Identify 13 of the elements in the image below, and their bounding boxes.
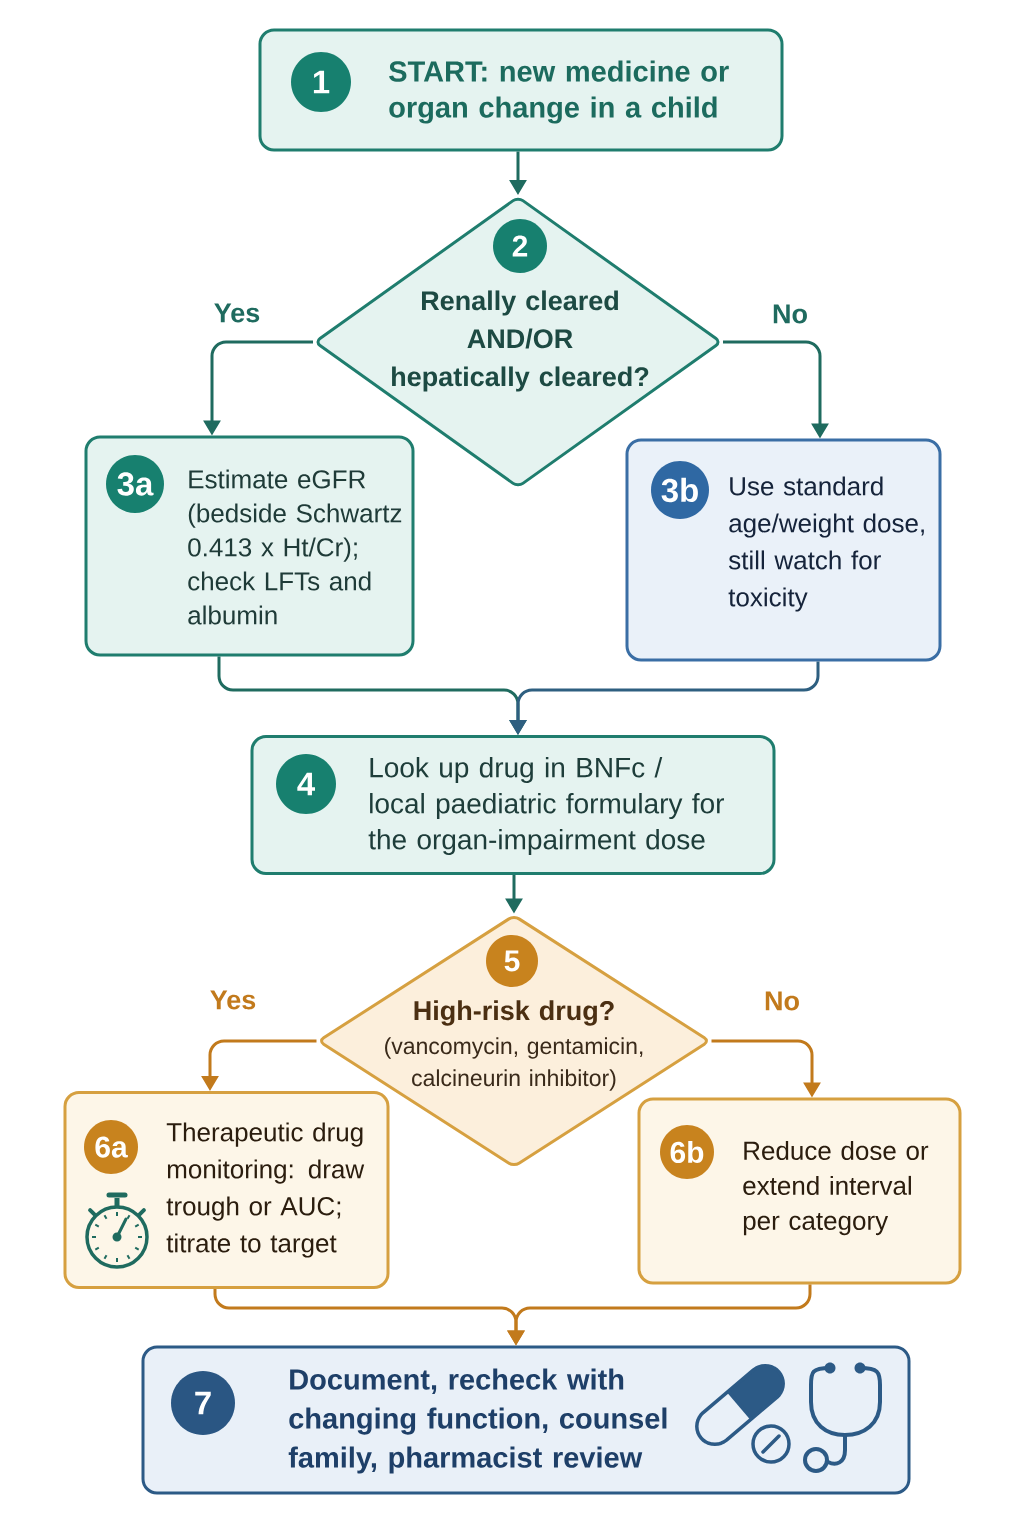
edge-label: No xyxy=(762,989,802,1013)
edge-label: No xyxy=(770,302,810,326)
number-badge: 7 xyxy=(171,1371,235,1435)
number-badge: 4 xyxy=(276,754,336,814)
number-badge: 3a xyxy=(106,455,164,513)
number-badge: 3b xyxy=(651,461,709,519)
edge-label: Yes xyxy=(207,988,259,1012)
number-badge: 5 xyxy=(486,935,538,987)
number-badge: 6a xyxy=(84,1120,138,1174)
number-badge: 6b xyxy=(660,1125,714,1179)
edge-label: Yes xyxy=(211,301,263,325)
number-badge: 2 xyxy=(493,219,547,273)
number-badge: 1 xyxy=(291,52,351,112)
